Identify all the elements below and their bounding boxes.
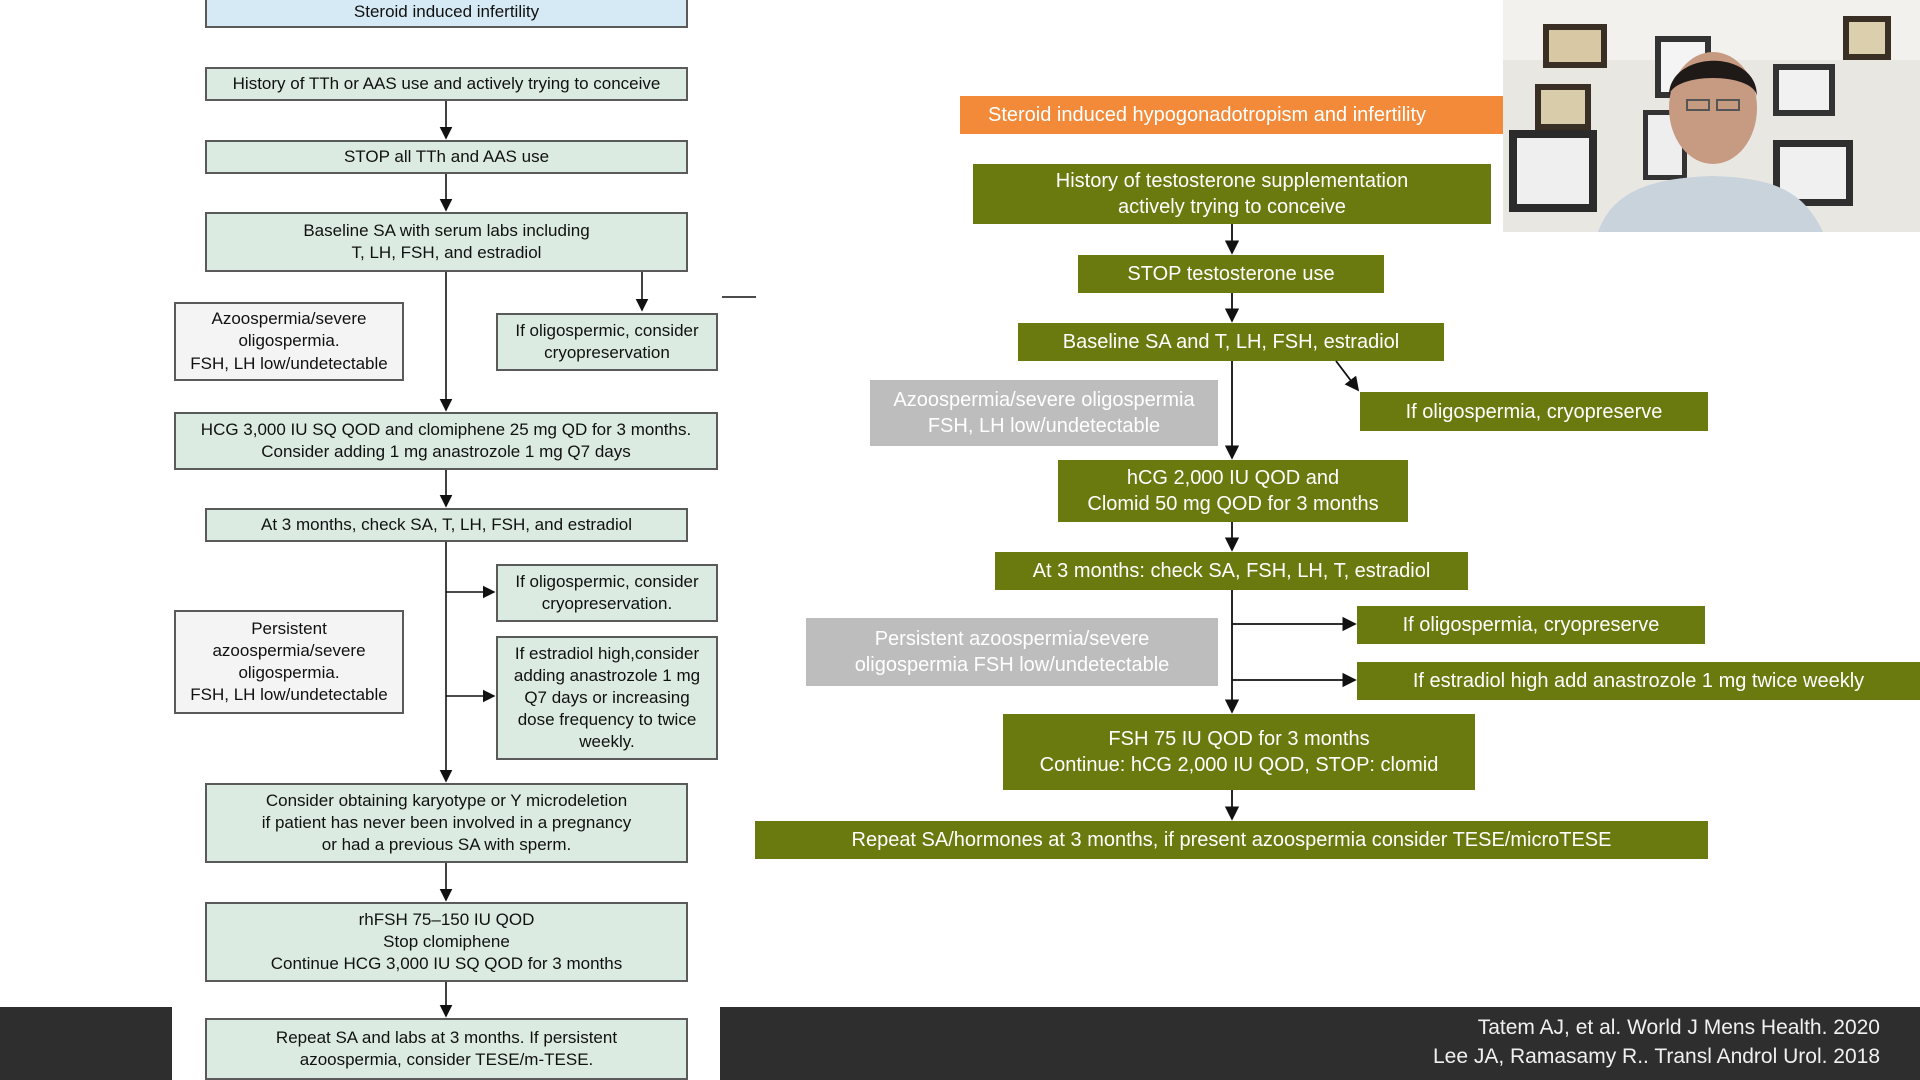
left-oligo-cryo-box-2: If oligospermic, consider cryopreservati…	[496, 564, 718, 622]
left-baseline-line2: T, LH, FSH, and estradiol	[351, 243, 542, 262]
right-azoo-line2: FSH, LH low/undetectable	[927, 415, 1161, 437]
left-rhfsh-box: rhFSH 75–150 IU QOD Stop clomiphene Cont…	[205, 902, 688, 982]
left-rhfsh-line2: Stop clomiphene	[383, 931, 510, 951]
left-persistent-box: Persistent azoospermia/severe oligosperm…	[174, 610, 404, 714]
right-hcg-line1: hCG 2,000 IU QOD and	[1126, 467, 1340, 489]
right-arrow-baseline-cryo	[1335, 360, 1360, 392]
left-hcg-box: HCG 3,000 IU SQ QOD and clomiphene 25 mg…	[174, 412, 718, 470]
right-stop-box: STOP testosterone use	[1078, 255, 1384, 293]
webcam-video	[1503, 0, 1920, 232]
right-estradiol-text: If estradiol high add anastrozole 1 mg t…	[1412, 670, 1865, 692]
bottom-bar-left	[0, 1007, 172, 1080]
left-hcg-line1: HCG 3,000 IU SQ QOD and clomiphene 25 mg…	[200, 419, 692, 439]
left-repeat-line1: Repeat SA and labs at 3 months. If persi…	[275, 1027, 618, 1047]
left-repeat-box: Repeat SA and labs at 3 months. If persi…	[205, 1018, 688, 1080]
left-estradiol-line4: dose frequency to twice	[517, 710, 697, 730]
presenter-image	[1503, 0, 1920, 232]
right-stop-text: STOP testosterone use	[1127, 263, 1335, 285]
left-oligo-cryo-box-1: If oligospermic, consider cryopreservati…	[496, 313, 718, 371]
left-oligo2-line2: cryopreservation.	[541, 594, 673, 613]
left-title-text: Steroid induced infertility	[353, 1, 540, 21]
left-oligo2-line1: If oligospermic, consider	[515, 571, 699, 591]
right-repeat-box: Repeat SA/hormones at 3 months, if prese…	[755, 821, 1708, 859]
left-persist-line4: FSH, LH low/undetectable	[190, 685, 388, 705]
left-oligo1-line2: cryopreservation	[544, 343, 670, 362]
bottom-bar-right: Tatem AJ, et al. World J Mens Health. 20…	[720, 1007, 1920, 1080]
citation-line-2: Lee JA, Ramasamy R.. Transl Androl Urol.…	[1432, 1045, 1880, 1068]
right-history-line1: History of testosterone supplementation	[1055, 170, 1409, 192]
left-repeat-line2: azoospermia, consider TESE/m-TESE.	[299, 1050, 594, 1069]
left-estradiol-line2: adding anastrozole 1 mg	[513, 665, 701, 685]
right-check3-text: At 3 months: check SA, FSH, LH, T, estra…	[1032, 560, 1431, 582]
left-azoospermia-box: Azoospermia/severe oligospermia. FSH, LH…	[174, 302, 404, 381]
right-cryo1-text: If oligospermia, cryopreserve	[1405, 400, 1663, 423]
right-cryo-box-2: If oligospermia, cryopreserve	[1357, 606, 1705, 644]
left-stop-box: STOP all TTh and AAS use	[205, 140, 688, 174]
right-azoo-line1: Azoospermia/severe oligospermia	[893, 389, 1195, 411]
left-azoo-line3: FSH, LH low/undetectable	[190, 353, 388, 373]
left-azoo-line2: oligospermia.	[238, 331, 340, 351]
left-rhfsh-line1: rhFSH 75–150 IU QOD	[358, 909, 535, 929]
left-stop-text: STOP all TTh and AAS use	[343, 146, 550, 166]
right-hcg-line2: Clomid 50 mg QOD for 3 months	[1087, 493, 1379, 515]
right-cryo2-text: If oligospermia, cryopreserve	[1402, 614, 1660, 636]
right-fsh-line1: FSH 75 IU QOD for 3 months	[1108, 728, 1370, 750]
left-karyotype-box: Consider obtaining karyotype or Y microd…	[205, 783, 688, 863]
right-baseline-box: Baseline SA and T, LH, FSH, estradiol	[1018, 323, 1444, 361]
left-persist-line3: oligospermia.	[238, 663, 340, 682]
left-title-box: Steroid induced infertility	[205, 0, 688, 28]
left-baseline-line1: Baseline SA with serum labs including	[303, 220, 590, 240]
left-karyo-line1: Consider obtaining karyotype or Y microd…	[265, 790, 628, 810]
right-history-box: History of testosterone supplementation …	[973, 164, 1491, 224]
right-title-text: Steroid induced hypogonadotropism and in…	[988, 104, 1427, 126]
left-history-text: History of TTh or AAS use and actively t…	[232, 73, 661, 93]
right-title-box: Steroid induced hypogonadotropism and in…	[960, 96, 1503, 134]
right-fsh-line2: Continue: hCG 2,000 IU QOD, STOP: clomid	[1039, 754, 1439, 776]
left-estradiol-box: If estradiol high,consider adding anastr…	[496, 636, 718, 760]
left-azoo-line1: Azoospermia/severe	[211, 309, 367, 329]
left-rhfsh-line3: Continue HCG 3,000 IU SQ QOD for 3 month…	[270, 954, 623, 974]
left-history-box: History of TTh or AAS use and actively t…	[205, 67, 688, 101]
right-check3-box: At 3 months: check SA, FSH, LH, T, estra…	[995, 552, 1468, 590]
left-persist-line2: azoospermia/severe	[212, 640, 366, 660]
left-estradiol-line3: Q7 days or increasing	[524, 687, 690, 707]
right-persistent-box: Persistent azoospermia/severe oligosperm…	[806, 618, 1218, 686]
left-check3-text: At 3 months, check SA, T, LH, FSH, and e…	[260, 514, 633, 534]
right-azoospermia-box: Azoospermia/severe oligospermia FSH, LH …	[870, 380, 1218, 446]
right-estradiol-box: If estradiol high add anastrozole 1 mg t…	[1357, 662, 1920, 700]
right-repeat-text: Repeat SA/hormones at 3 months, if prese…	[851, 829, 1612, 851]
left-baseline-box: Baseline SA with serum labs including T,…	[205, 212, 688, 272]
left-persist-line1: Persistent	[251, 618, 327, 638]
left-estradiol-line1: If estradiol high,consider	[514, 643, 700, 663]
right-cryo-box-1: If oligospermia, cryopreserve	[1360, 392, 1708, 431]
left-karyo-line3: or had a previous SA with sperm.	[321, 835, 572, 855]
left-oligo1-line1: If oligospermic, consider	[515, 320, 699, 340]
left-estradiol-line5: weekly.	[579, 732, 635, 752]
right-persist-line1: Persistent azoospermia/severe	[874, 628, 1150, 650]
right-persist-line2: oligospermia FSH low/undetectable	[854, 654, 1170, 676]
left-karyo-line2: if patient has never been involved in a …	[261, 812, 632, 832]
right-fsh-box: FSH 75 IU QOD for 3 months Continue: hCG…	[1003, 714, 1475, 790]
left-check3-box: At 3 months, check SA, T, LH, FSH, and e…	[205, 508, 688, 542]
citation-line-1: Tatem AJ, et al. World J Mens Health. 20…	[1477, 1016, 1880, 1039]
right-baseline-text: Baseline SA and T, LH, FSH, estradiol	[1062, 331, 1400, 353]
right-hcg-box: hCG 2,000 IU QOD and Clomid 50 mg QOD fo…	[1058, 460, 1408, 522]
left-hcg-line2: Consider adding 1 mg anastrozole 1 mg Q7…	[261, 442, 631, 461]
right-history-line2: actively trying to conceive	[1118, 196, 1346, 218]
